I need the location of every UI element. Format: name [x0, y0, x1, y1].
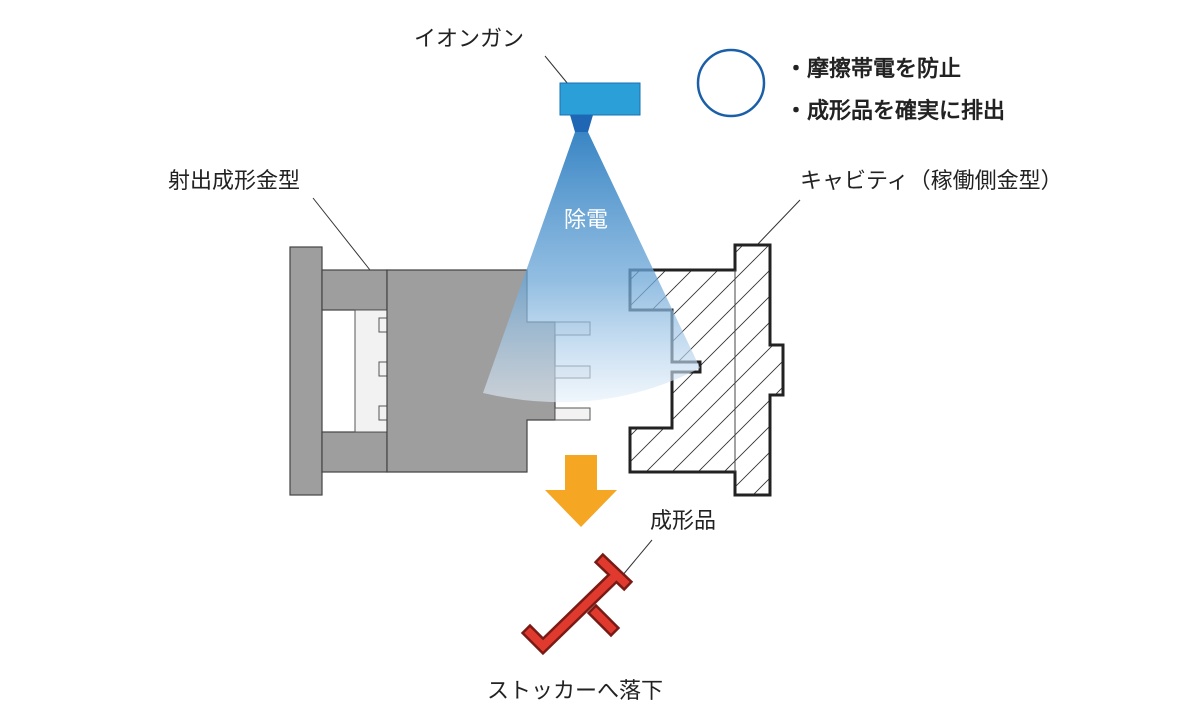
injection-mold-leader-line — [312, 197, 371, 271]
stocker-label: ストッカーへ落下 — [487, 679, 663, 704]
benefit-item: ・成形品を確実に排出 — [785, 98, 1005, 124]
cavity-label: キャビティ（稼働側金型） — [800, 169, 1063, 194]
molded-part-leader-line — [621, 539, 653, 577]
molded-part-label: 成形品 — [650, 509, 716, 534]
ejector-stub — [378, 317, 388, 333]
ion-gun-leader-line — [544, 55, 569, 85]
mold-back-plate — [289, 246, 323, 496]
part-body — [597, 556, 630, 588]
mold-top-arm — [321, 269, 388, 311]
injection-mold-label: 射出成形金型 — [168, 169, 300, 194]
down-arrow-icon — [545, 455, 617, 527]
molded-part — [520, 552, 634, 656]
cavity-leader-line — [756, 199, 801, 246]
neutralizing-ion-cone — [483, 132, 700, 403]
ion-gun-label: イオンガン — [414, 27, 524, 52]
part-body — [524, 572, 619, 652]
neutralize-label: 除電 — [564, 208, 608, 233]
benefit-circle-icon — [696, 48, 766, 118]
ejector-stub — [378, 405, 388, 421]
benefit-item: ・摩擦帯電を防止 — [785, 56, 961, 82]
ejector-stub — [378, 361, 388, 377]
ejector-pin — [554, 407, 591, 421]
ion-gun-nozzle — [570, 115, 593, 132]
part-body — [590, 607, 617, 634]
ion-gun-body — [559, 82, 641, 116]
mold-bottom-arm — [321, 431, 388, 473]
